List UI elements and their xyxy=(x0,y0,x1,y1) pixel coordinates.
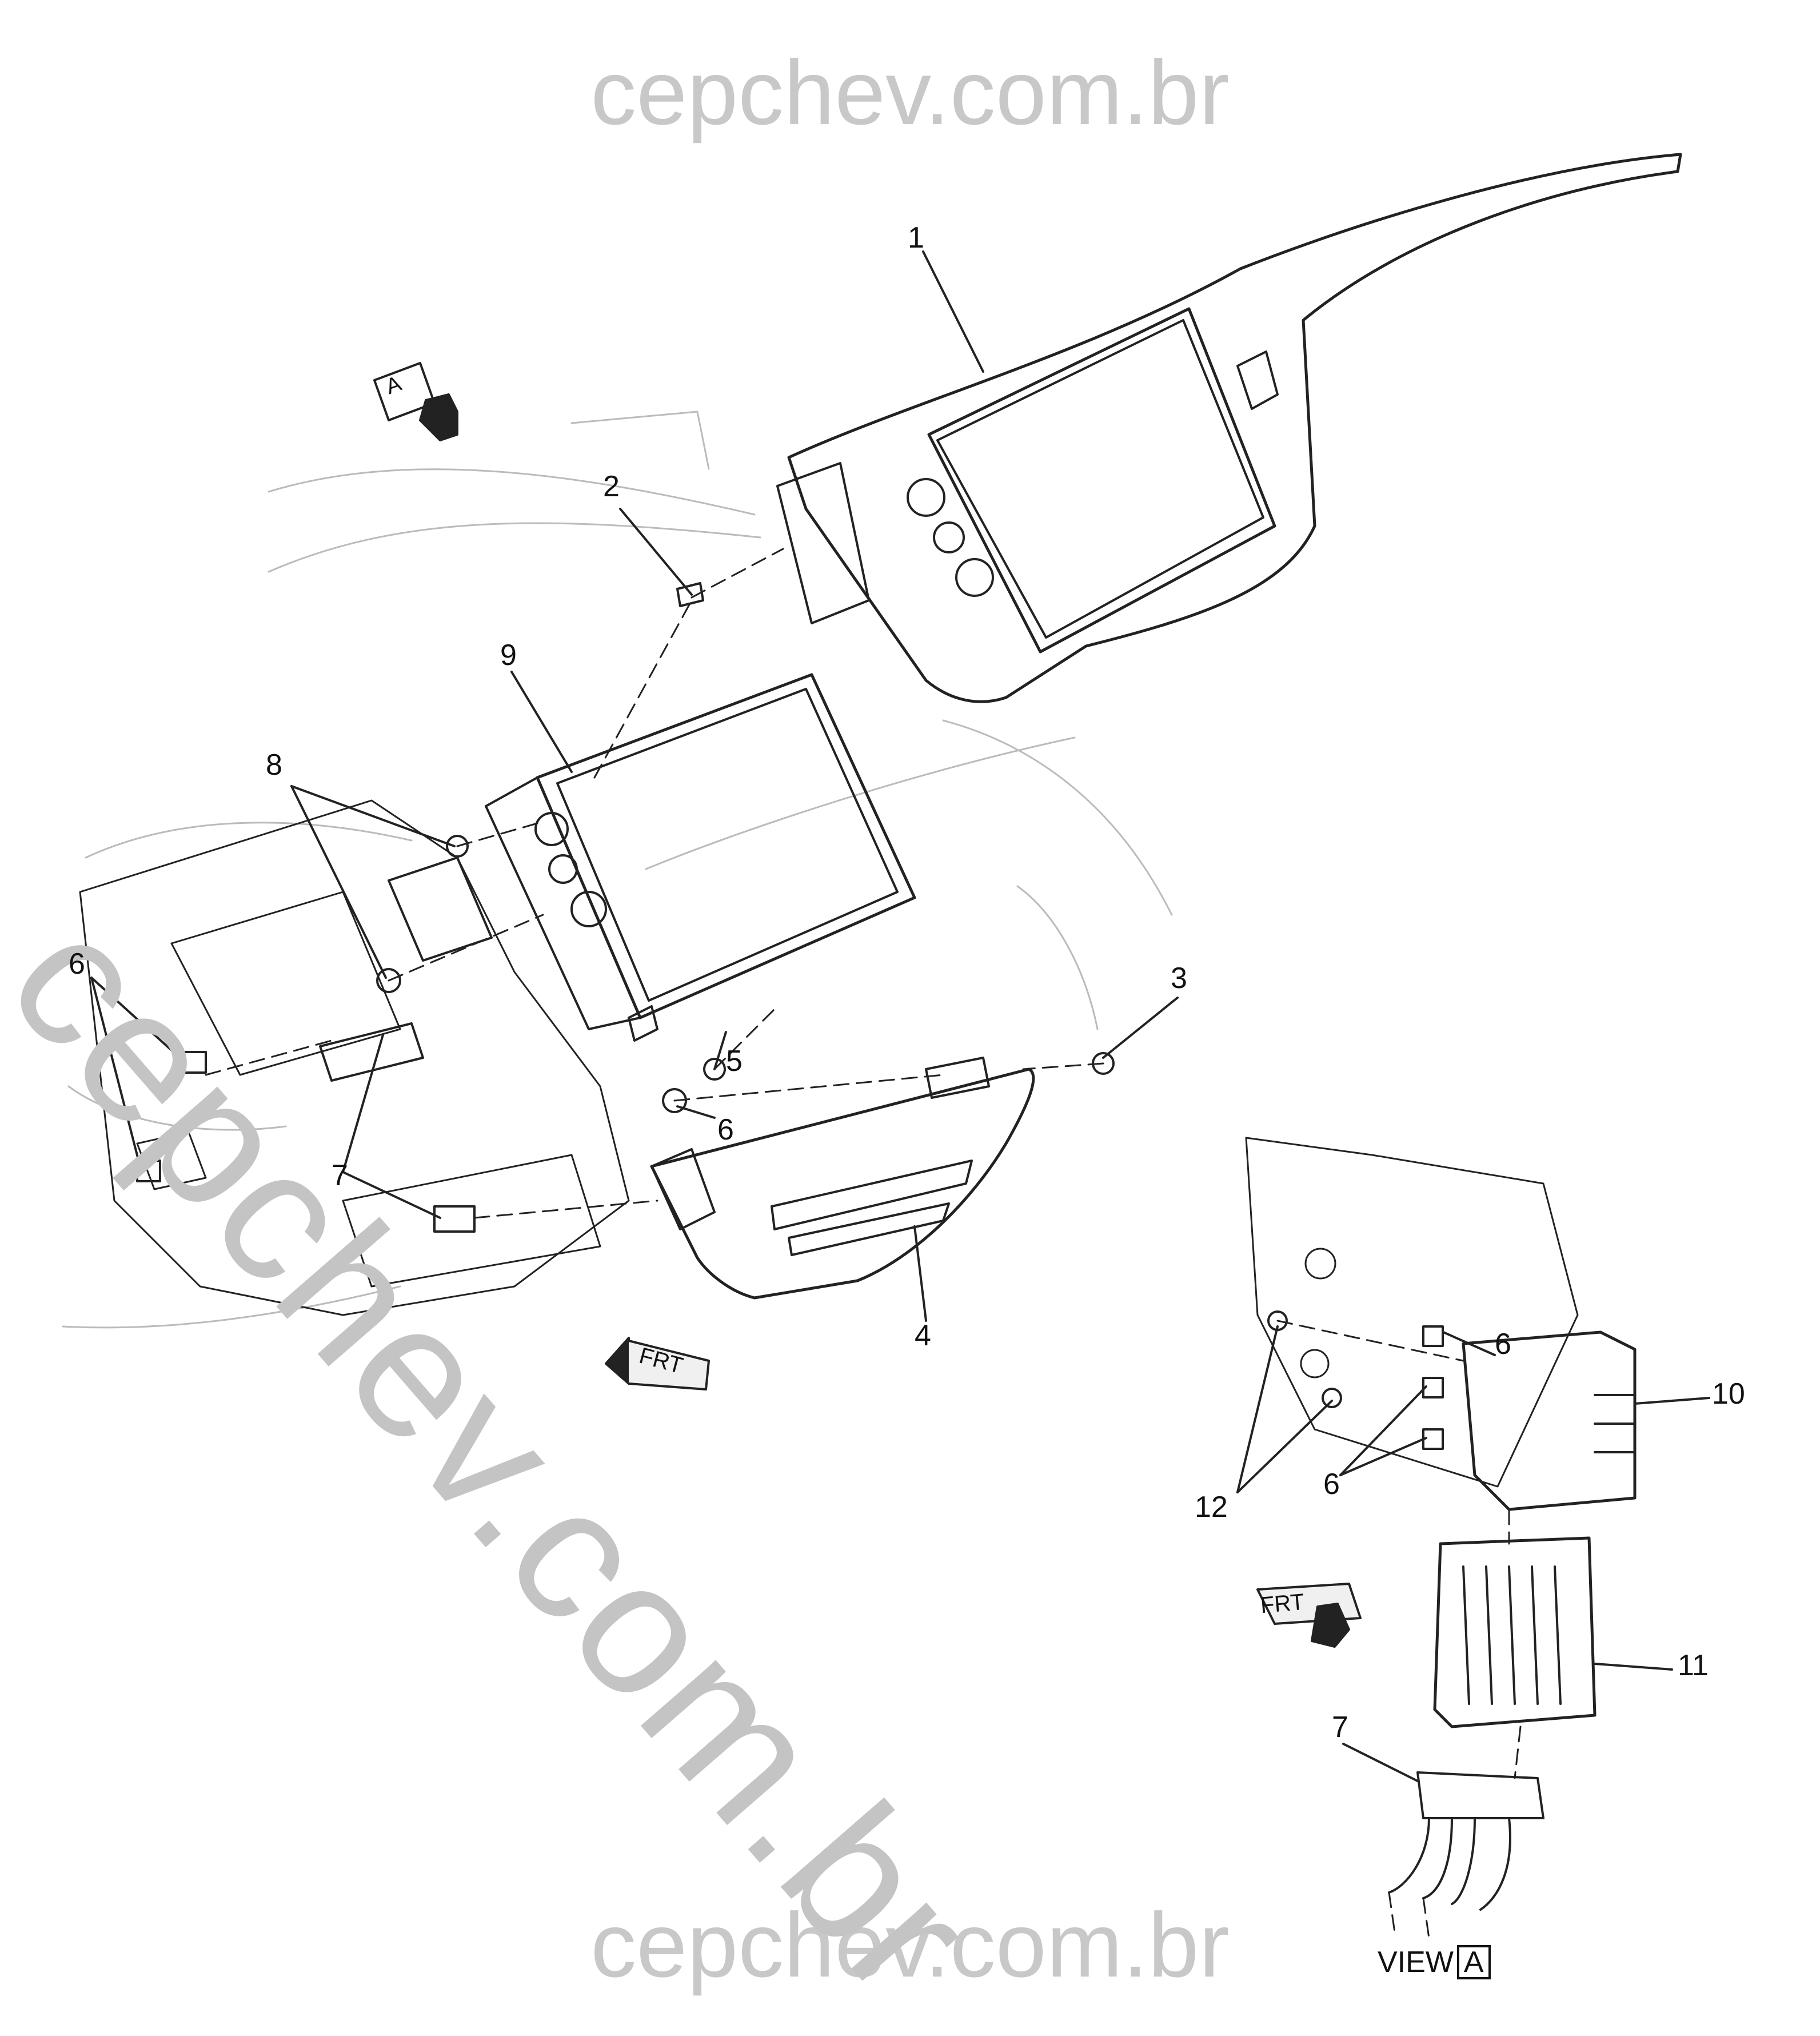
callout-12: 12 xyxy=(1195,1491,1228,1524)
assembly-dash-lines xyxy=(205,548,1522,1939)
callout-6-view-a-top: 6 xyxy=(1495,1328,1511,1361)
part-10-bracket xyxy=(1462,1330,1637,1511)
callout-6-left: 6 xyxy=(69,947,85,981)
callout-1: 1 xyxy=(908,221,924,254)
callout-10: 10 xyxy=(1712,1377,1745,1411)
callout-11: 11 xyxy=(1678,1649,1709,1682)
frt-arrow-right xyxy=(1256,1583,1362,1648)
callout-5: 5 xyxy=(726,1045,743,1078)
part-4-hvac-control xyxy=(650,1057,1035,1300)
frt-arrow-left xyxy=(605,1337,710,1390)
leader-lines xyxy=(90,250,1710,1782)
callout-2: 2 xyxy=(603,470,620,503)
view-a-structure xyxy=(1245,1137,1579,1488)
view-a-arrow xyxy=(373,362,458,441)
view-a-box-letter: A xyxy=(1456,1945,1491,1979)
dash-background-lines xyxy=(62,411,1173,1329)
callout-8: 8 xyxy=(266,748,282,782)
callout-6-center: 6 xyxy=(717,1113,734,1146)
watermark-top: cepchev.com.br xyxy=(590,41,1230,144)
part-1-trim-bezel xyxy=(776,153,1682,703)
watermark-bottom: cepchev.com.br xyxy=(590,1894,1230,1996)
frt-label-right: FRT xyxy=(1259,1589,1306,1619)
callout-9: 9 xyxy=(500,639,517,672)
left-dash-structure xyxy=(79,799,630,1316)
callout-7-left: 7 xyxy=(332,1159,348,1192)
callout-6-view-a-bottom: 6 xyxy=(1323,1468,1340,1501)
callout-7-view-a: 7 xyxy=(1332,1711,1348,1744)
view-a-text: VIEW xyxy=(1378,1946,1454,1979)
part-7-connectors-view-a xyxy=(1388,1771,1544,1911)
part-11-module xyxy=(1433,1536,1597,1728)
callout-3: 3 xyxy=(1171,962,1187,995)
part-9-display-module xyxy=(388,673,916,1042)
callout-4: 4 xyxy=(915,1319,931,1352)
